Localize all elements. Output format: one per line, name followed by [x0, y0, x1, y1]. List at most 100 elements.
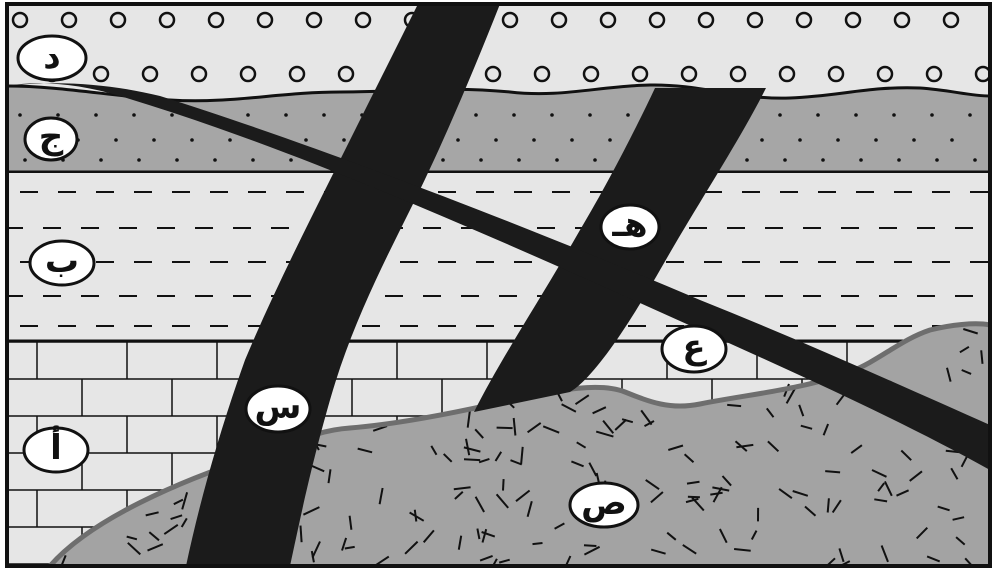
pebble: [484, 65, 502, 83]
layer-b-fill: [7, 173, 990, 341]
grain: [441, 158, 445, 162]
pebble: [631, 65, 649, 83]
igneous-crystal: [512, 417, 517, 436]
grain: [342, 138, 346, 142]
igneous-crystal: [955, 536, 966, 546]
igneous-crystal: [147, 543, 164, 552]
igneous-crystal: [527, 422, 542, 434]
pebble: [697, 11, 715, 29]
igneous-crystal: [466, 410, 471, 428]
igneous-crystal: [825, 470, 841, 474]
igneous-crystal: [614, 418, 627, 431]
igneous-crystal: [980, 350, 984, 364]
label-ain: ع: [660, 324, 728, 374]
grain: [550, 113, 554, 117]
igneous-crystal: [792, 490, 809, 497]
igneous-crystal: [442, 453, 453, 463]
igneous-crystal: [710, 491, 723, 496]
pebble: [354, 11, 372, 29]
pebble: [92, 65, 110, 83]
pebble: [827, 65, 845, 83]
igneous-crystal: [880, 545, 889, 563]
igneous-crystal: [766, 407, 775, 418]
pebble: [648, 11, 666, 29]
igneous-crystal: [454, 491, 464, 500]
dike-h: [474, 88, 766, 412]
igneous-crystal: [126, 535, 138, 541]
igneous-crystal: [520, 446, 524, 465]
grain: [532, 138, 536, 142]
pebble: [501, 11, 519, 29]
unconformity-line: [7, 83, 990, 103]
igneous-crystal: [736, 443, 754, 449]
pebble: [778, 65, 796, 83]
igneous-crystal: [668, 444, 684, 451]
igneous-crystal: [721, 475, 732, 487]
pebble: [876, 65, 894, 83]
layer-b-shale: [7, 173, 990, 343]
label-d-text: د: [43, 37, 60, 77]
igneous-crystal: [378, 487, 384, 505]
grain: [912, 138, 916, 142]
igneous-crystal: [583, 545, 601, 556]
grain: [555, 158, 559, 162]
igneous-crystal: [357, 447, 373, 454]
igneous-crystal: [798, 404, 805, 417]
igneous-crystal: [682, 544, 697, 555]
igneous-crystal: [173, 498, 184, 506]
igneous-crystal: [650, 548, 666, 555]
igneous-crystal: [476, 528, 481, 540]
grain: [950, 138, 954, 142]
igneous-crystal: [602, 419, 615, 434]
pebble: [305, 11, 323, 29]
pebble: [207, 11, 225, 29]
grain: [474, 113, 478, 117]
grain: [935, 158, 939, 162]
grain: [99, 158, 103, 162]
pebble: [942, 11, 960, 29]
pebble: [533, 65, 551, 83]
igneous-crystal: [474, 496, 485, 513]
pebble: [582, 65, 600, 83]
label-sad: ص: [568, 481, 640, 529]
igneous-crystal: [491, 558, 498, 566]
igneous-crystal: [822, 423, 830, 436]
igneous-crystal: [299, 525, 303, 543]
pebble: [729, 65, 747, 83]
pebble: [11, 11, 29, 29]
grain: [821, 158, 825, 162]
pebble: [680, 65, 698, 83]
grain: [593, 158, 597, 162]
igneous-crystal: [348, 515, 353, 530]
pebble: [109, 11, 127, 29]
igneous-crystal: [683, 453, 695, 464]
label-ain-text: ع: [682, 327, 707, 367]
igneous-crystal: [515, 489, 531, 502]
igneous-crystal: [170, 514, 183, 521]
igneous-crystal: [502, 479, 505, 491]
label-j-text: ج: [39, 117, 64, 157]
igneous-crystal: [481, 528, 488, 543]
igneous-crystal: [785, 387, 796, 404]
grain: [854, 113, 858, 117]
igneous-crystal: [645, 479, 660, 491]
igneous-crystal: [310, 550, 315, 563]
pebble: [844, 11, 862, 29]
igneous-crystal: [180, 517, 188, 528]
igneous-crystal: [561, 403, 577, 413]
grain: [114, 138, 118, 142]
igneous-crystal: [644, 420, 655, 427]
igneous-crystal: [496, 426, 513, 430]
igneous-crystal: [145, 511, 159, 517]
igneous-crystal: [937, 505, 950, 512]
grain: [874, 138, 878, 142]
igneous-crystal: [959, 345, 970, 354]
igneous-crystal: [510, 459, 523, 466]
igneous-crystal: [838, 548, 845, 563]
label-d: د: [16, 34, 88, 82]
igneous-crystal: [526, 500, 533, 518]
label-h: هـ: [599, 203, 661, 251]
igneous-crystal: [481, 531, 496, 538]
igneous-crystal: [727, 403, 742, 408]
